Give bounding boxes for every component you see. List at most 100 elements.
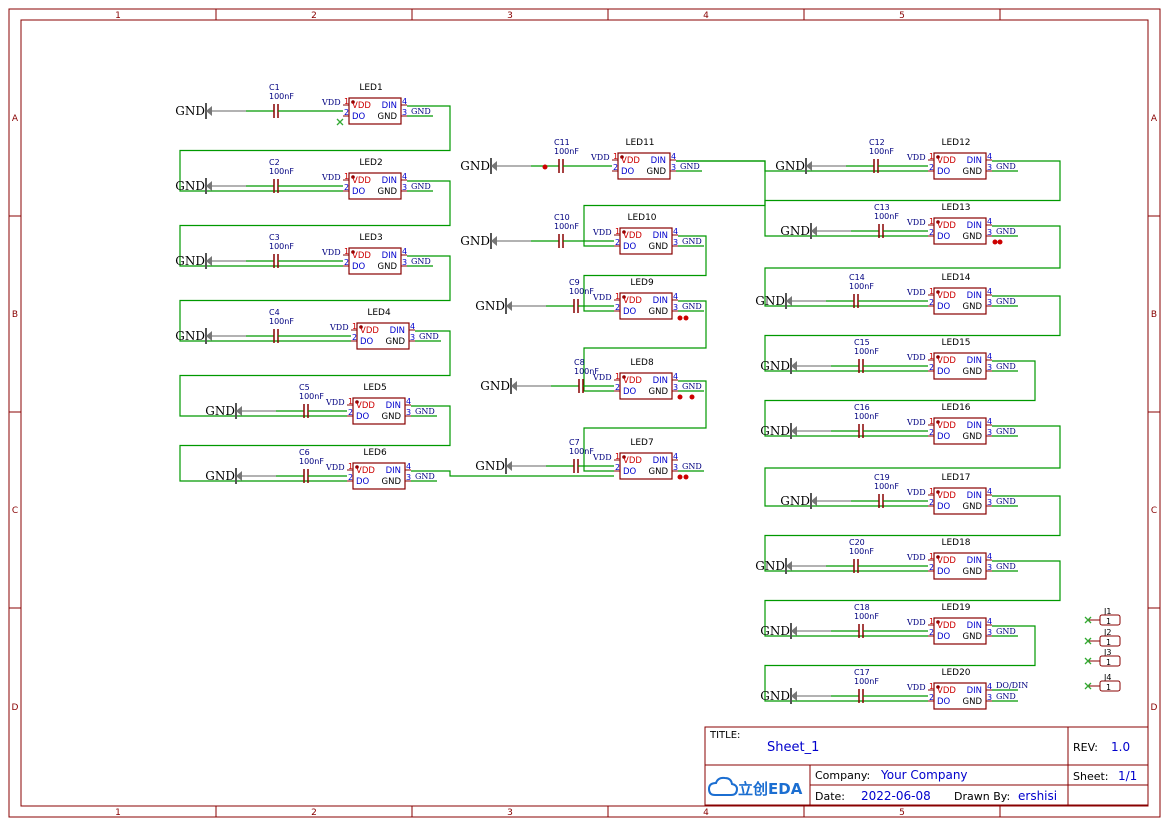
net-wire: [583, 235, 707, 312]
pin-name-din: DIN: [967, 291, 982, 301]
pin1-marker-icon: [936, 685, 940, 689]
gnd-arrow-icon: [491, 161, 497, 171]
pin-name-vdd: VDD: [937, 156, 956, 166]
led-ref: LED13: [941, 203, 970, 213]
cap-ref: C11: [554, 138, 570, 147]
gnd-label: GND: [755, 294, 785, 308]
pin1-marker-icon: [622, 455, 626, 459]
vdd-net-label: VDD: [590, 153, 610, 162]
pin-name-gnd: GND: [649, 467, 669, 477]
pin-number: 1: [348, 462, 353, 471]
pin-name-do: DO: [360, 337, 374, 347]
led-ref: LED7: [630, 438, 653, 448]
pin-number: 1: [929, 617, 934, 626]
cap-value: 100nF: [269, 242, 294, 251]
net-wire: [583, 300, 707, 392]
pin-name-din: DIN: [390, 326, 405, 336]
pin-name-do: DO: [937, 432, 951, 442]
gnd-net-label: GND: [996, 627, 1016, 636]
gnd-label: GND: [475, 459, 505, 473]
pin-number: 2: [615, 383, 620, 392]
cap-ref: C1: [269, 83, 280, 92]
net-wire: [764, 360, 1036, 437]
cap-value: 100nF: [854, 412, 879, 421]
cap-value: 100nF: [299, 457, 324, 466]
pin-number: 3: [402, 108, 407, 117]
vdd-net-label: VDD: [906, 418, 926, 427]
pin-number: 4: [410, 322, 415, 331]
gnd-arrow-icon: [811, 496, 817, 506]
gnd-arrow-icon: [506, 461, 512, 471]
gnd-arrow-icon: [506, 301, 512, 311]
row-marker: C: [1151, 506, 1157, 516]
gnd-arrow-icon: [786, 561, 792, 571]
cap-ref: C4: [269, 308, 280, 317]
junction-dot: [683, 474, 689, 480]
gnd-net-label: GND: [996, 692, 1016, 701]
gnd-net-label: GND: [996, 427, 1016, 436]
pin1-marker-icon: [359, 325, 363, 329]
gnd-label: GND: [175, 104, 205, 118]
pin-number: 4: [673, 227, 678, 236]
pin-number: 1: [929, 152, 934, 161]
company-label: Company:: [815, 769, 870, 782]
pin-number: 2: [929, 298, 934, 307]
net-wire: [411, 470, 614, 477]
pin-number: 3: [406, 408, 411, 417]
pin-name-din: DIN: [382, 251, 397, 261]
led-body: [933, 217, 987, 245]
led-ref: LED5: [363, 383, 386, 393]
gnd-label: GND: [175, 329, 205, 343]
pin-number: 1: [929, 682, 934, 691]
gnd-label: GND: [760, 359, 790, 373]
led-ref: LED1: [359, 83, 382, 93]
junction-dot: [997, 239, 1003, 245]
pin-number: 1: [929, 352, 934, 361]
pin-name-do: DO: [937, 632, 951, 642]
led-ref: LED10: [627, 213, 656, 223]
column-marker: 3: [507, 11, 513, 21]
pin-name-do: DO: [937, 502, 951, 512]
pin-name-vdd: VDD: [623, 456, 642, 466]
gnd-arrow-icon: [511, 381, 517, 391]
pin-number: 4: [987, 617, 992, 626]
column-marker: 5: [899, 808, 905, 818]
gnd-arrow-icon: [791, 691, 797, 701]
connector-pin: 1: [1106, 658, 1111, 667]
connector: J31: [1084, 648, 1121, 667]
led-body: [619, 227, 673, 255]
gnd-label: GND: [460, 234, 490, 248]
led-ref: LED16: [941, 403, 970, 413]
pin-number: 3: [987, 628, 992, 637]
pin-number: 2: [929, 563, 934, 572]
pin-name-do: DO: [937, 367, 951, 377]
led-ref: LED20: [941, 668, 970, 678]
drawn-by-value: ershisi: [1018, 789, 1057, 803]
pin1-marker-icon: [936, 620, 940, 624]
pin-number: 3: [987, 693, 992, 702]
wires: [179, 105, 1061, 702]
cap-ref: C17: [854, 668, 870, 677]
pin-name-gnd: GND: [963, 167, 983, 177]
pin-number: 2: [348, 408, 353, 417]
cap-value: 100nF: [849, 282, 874, 291]
cap-ref: C3: [269, 233, 280, 242]
connector: J41: [1084, 673, 1121, 692]
row-marker: B: [1151, 310, 1157, 320]
connector: J21: [1084, 628, 1121, 647]
led-body: [619, 452, 673, 480]
vdd-net-label: VDD: [592, 373, 612, 382]
pin-number: 4: [406, 397, 411, 406]
net-wire: [676, 160, 928, 172]
led-body: [933, 152, 987, 180]
sheet-title: Sheet_1: [767, 740, 819, 755]
pin-name-do: DO: [937, 232, 951, 242]
junction-dot: [992, 239, 998, 245]
net-wire: [764, 160, 1061, 237]
cap-value: 100nF: [299, 392, 324, 401]
gnd-net-label: GND: [996, 162, 1016, 171]
